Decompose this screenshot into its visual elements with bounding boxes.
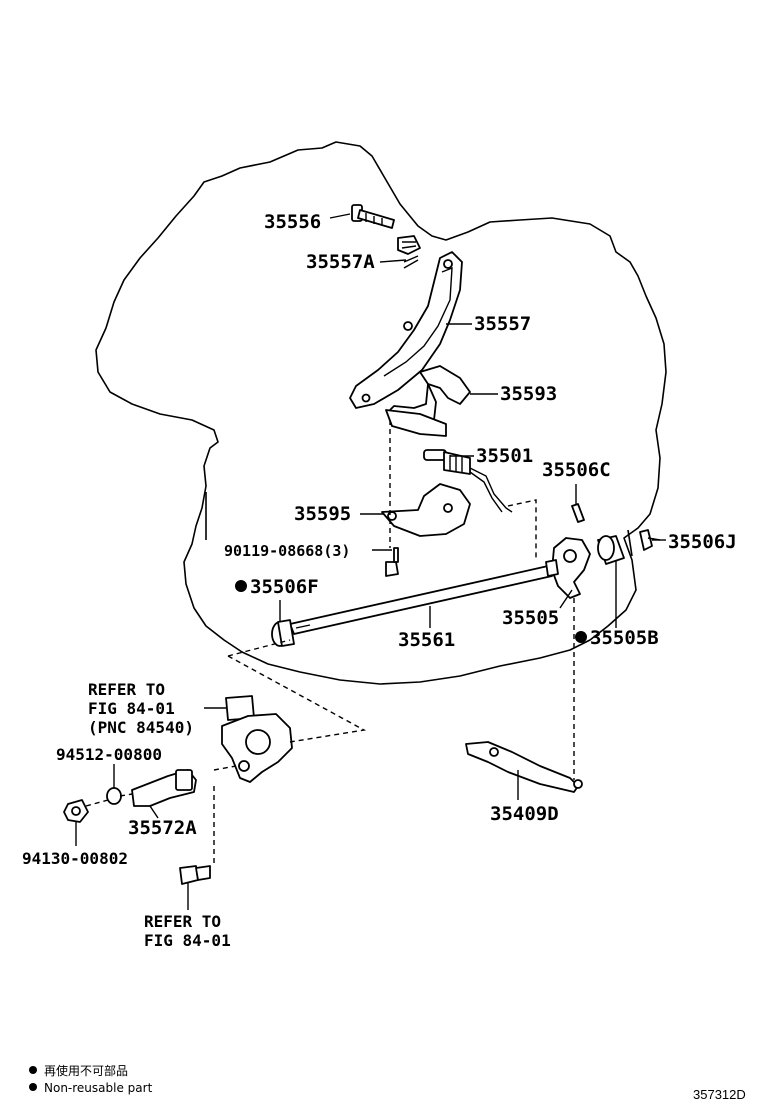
transmission-case-outline — [95, 141, 667, 685]
lever-35593[interactable] — [385, 365, 471, 437]
neutral-start-switch[interactable] — [221, 695, 293, 783]
seal-35506f[interactable] — [271, 619, 295, 647]
label-35557a[interactable]: 35557A — [306, 251, 375, 273]
refer2-line-2[interactable]: FIG 84-01 — [144, 931, 231, 950]
clip-35506j[interactable] — [639, 529, 661, 551]
assembly-dash-7 — [119, 793, 133, 797]
refer-line-2[interactable]: FIG 84-01 — [88, 699, 175, 718]
assembly-dash-4 — [227, 639, 291, 657]
label-90119[interactable]: 90119-08668(3) — [224, 542, 350, 560]
assembly-dash-6 — [213, 765, 237, 771]
leader-35556 — [329, 213, 351, 219]
label-35505b[interactable]: 35505B — [590, 627, 659, 649]
diagram-code: 357312D — [693, 1087, 746, 1102]
bracket-35572a[interactable] — [131, 769, 197, 807]
non-reusable-marker-35506f — [235, 580, 247, 592]
leader-35505 — [559, 589, 573, 609]
pin-35506c[interactable] — [571, 503, 585, 523]
label-35561[interactable]: 35561 — [398, 629, 455, 651]
clip-35557a[interactable] — [397, 235, 421, 269]
label-35593[interactable]: 35593 — [500, 383, 557, 405]
collar-35505b[interactable] — [597, 535, 625, 565]
label-94512[interactable]: 94512-00800 — [56, 745, 162, 764]
case-flange-line-right — [627, 529, 633, 557]
label-94130[interactable]: 94130-00802 — [22, 849, 128, 868]
refer-line-1[interactable]: REFER TO — [88, 680, 165, 699]
bracket-35595[interactable] — [381, 483, 471, 537]
label-35505[interactable]: 35505 — [502, 607, 559, 629]
legend-english: Non-reusable part — [44, 1081, 153, 1095]
label-35506j[interactable]: 35506J — [668, 531, 737, 553]
label-35557[interactable]: 35557 — [474, 313, 531, 335]
leader-35572a — [149, 805, 159, 819]
lever-35409d[interactable] — [465, 741, 583, 793]
label-35556[interactable]: 35556 — [264, 211, 321, 233]
legend-japanese: 再使用不可部品 — [44, 1063, 128, 1078]
label-35506f[interactable]: 35506F — [250, 576, 319, 598]
nut-94130[interactable] — [63, 799, 89, 823]
legend-bullet-japanese — [29, 1066, 37, 1074]
bracket-35557[interactable] — [349, 251, 463, 409]
assembly-dash-2 — [507, 499, 537, 560]
bolt-90119[interactable] — [385, 547, 399, 577]
bolt-35556[interactable] — [351, 204, 395, 229]
label-35506c[interactable]: 35506C — [542, 459, 611, 481]
label-35595[interactable]: 35595 — [294, 503, 351, 525]
label-35572a[interactable]: 35572A — [128, 817, 197, 839]
assembly-dash-5 — [227, 655, 367, 743]
legend-bullet-english — [29, 1083, 37, 1091]
refer2-line-1[interactable]: REFER TO — [144, 912, 221, 931]
refer-line-3[interactable]: (PNC 84540) — [88, 718, 194, 737]
label-35501[interactable]: 35501 — [476, 445, 533, 467]
leader-35557a — [379, 259, 407, 263]
nut-94512[interactable] — [106, 787, 122, 805]
bolt-switch-mount[interactable] — [179, 865, 211, 885]
non-reusable-marker-35505b — [575, 631, 587, 643]
label-35409d[interactable]: 35409D — [490, 803, 559, 825]
assembly-dash-8 — [85, 799, 109, 807]
plate-35505[interactable] — [551, 537, 591, 599]
sensor-35501[interactable] — [423, 449, 513, 513]
